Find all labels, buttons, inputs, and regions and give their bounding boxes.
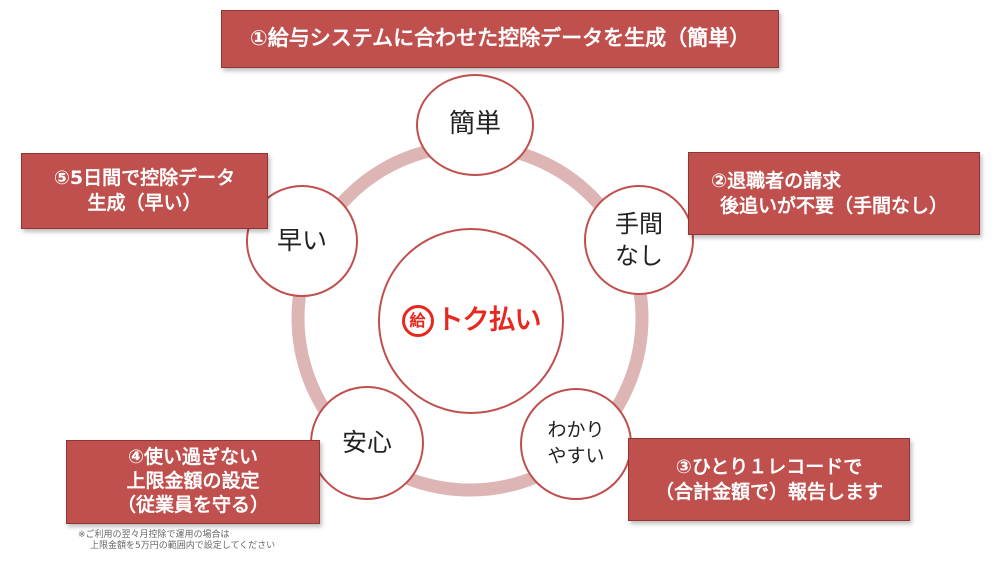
callout-box-1: ①給与システムに合わせた控除データを生成（簡単） xyxy=(221,10,779,68)
callout-box-2: ②退職者の請求 後追いが不要（手間なし） xyxy=(688,152,980,235)
callout-box-5-line-2: 生成（早い） xyxy=(87,192,202,214)
node-easy-label-2: やすい xyxy=(547,445,605,467)
node-simple-label: 簡単 xyxy=(448,109,501,140)
callout-box-3: ③ひとり１レコードで （合計金額で）報告します xyxy=(628,438,910,521)
node-no-effort: 手間 なし xyxy=(584,185,694,295)
node-safe: 安心 xyxy=(310,386,424,500)
node-easy: わかり やすい xyxy=(520,388,632,500)
logo-badge: 給 xyxy=(401,305,434,337)
callout-box-4: ④使い過ぎない 上限金額の設定 （従業員を守る） xyxy=(66,440,320,524)
callout-box-3-line-2: （合計金額で）報告します xyxy=(654,480,883,503)
node-easy-label-1: わかり xyxy=(547,419,605,442)
node-fast-label: 早い xyxy=(276,226,327,256)
node-safe-label: 安心 xyxy=(341,428,392,458)
footnote-line-1: ※ご利用の翌々月控除で運用の場合は xyxy=(78,530,230,540)
node-no-effort-label-2: なし xyxy=(615,242,663,270)
callout-box-1-text: ①給与システムに合わせた控除データを生成（簡単） xyxy=(249,26,751,51)
callout-box-5-line-1: ⑤5日間で控除データ xyxy=(53,167,236,190)
node-no-effort-label-1: 手間 xyxy=(615,209,663,238)
callout-box-4-line-1: ④使い過ぎない xyxy=(127,446,259,469)
callout-box-4-line-2: 上限金額の設定 xyxy=(126,470,260,493)
callout-box-2-line-1: ②退職者の請求 xyxy=(711,169,842,192)
footnote-line-2: 上限金額を5万円の範囲内で設定してください xyxy=(90,541,276,552)
callout-box-4-line-3: （従業員を守る） xyxy=(116,493,269,516)
logo-text: トク払い xyxy=(436,304,542,336)
node-fast: 早い xyxy=(246,185,358,297)
callout-box-2-line-2: 後追いが不要（手間なし） xyxy=(719,194,948,217)
center-circle: 給 トク払い xyxy=(378,228,564,414)
tokubarai-logo: 給 トク払い xyxy=(401,303,542,339)
footnote: ※ご利用の翌々月控除で運用の場合は 上限金額を5万円の範囲内で設定してください xyxy=(78,530,275,553)
node-simple: 簡単 xyxy=(416,74,534,176)
callout-box-3-line-1: ③ひとり１レコードで xyxy=(675,455,863,478)
callout-box-5: ⑤5日間で控除データ 生成（早い） xyxy=(21,153,268,229)
